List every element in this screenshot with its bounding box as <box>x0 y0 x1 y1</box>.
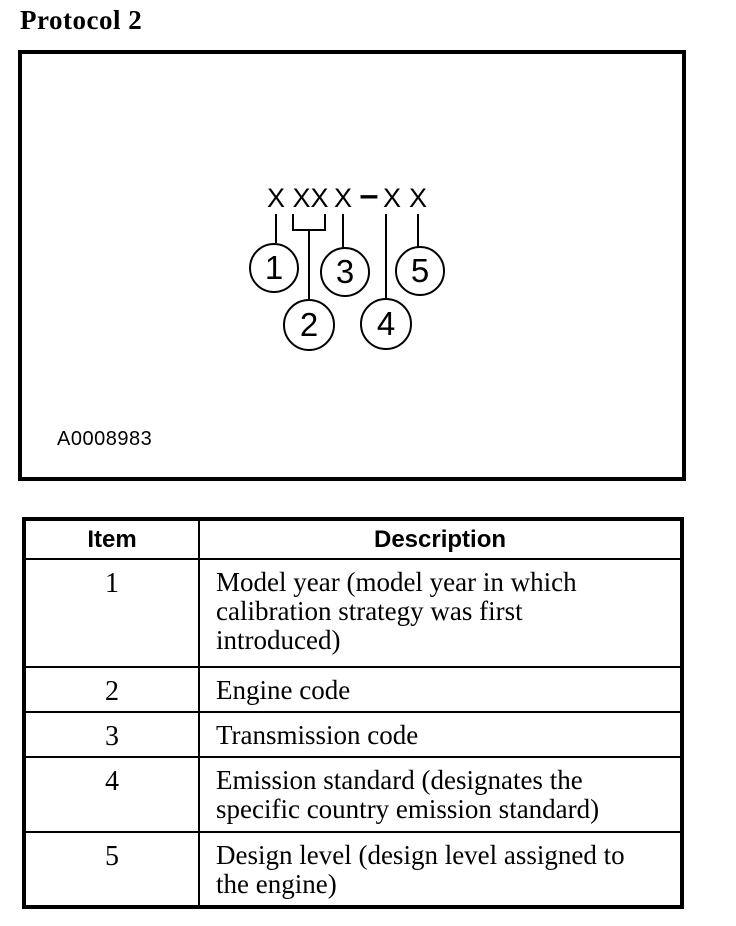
item-description: Design level (design level assigned to t… <box>198 831 683 908</box>
table-header-row: Item Description <box>23 518 683 560</box>
header-description: Description <box>198 518 683 560</box>
item-number: 3 <box>23 711 200 758</box>
item-number: 2 <box>23 666 200 713</box>
leader-line-5 <box>417 214 419 247</box>
leader-line-2 <box>308 230 310 299</box>
page-title: Protocol 2 <box>20 5 143 35</box>
item-description: Emission standard (designates the specif… <box>198 756 683 833</box>
callout-circle-2: 2 <box>283 299 335 351</box>
code-char-2: XX <box>292 183 329 213</box>
callout-label-3: 3 <box>335 253 355 290</box>
table-row: 5 Design level (design level assigned to… <box>23 831 683 908</box>
item-number: 5 <box>23 831 200 908</box>
item-number: 1 <box>23 558 200 668</box>
header-item: Item <box>23 518 200 560</box>
callout-label-2: 2 <box>299 306 319 343</box>
item-description: Model year (model year in which calibrat… <box>198 558 683 668</box>
callout-circle-5: 5 <box>395 246 445 296</box>
callout-label-4: 4 <box>376 305 396 342</box>
table-row: 3 Transmission code <box>23 711 683 758</box>
figure-box: X XX X – X X 1 2 3 4 5 A0008983 <box>18 50 686 481</box>
callout-circle-4: 4 <box>360 298 412 350</box>
callout-label-5: 5 <box>410 252 430 289</box>
leader-line-1 <box>275 214 277 243</box>
item-description: Transmission code <box>198 711 683 758</box>
code-char-1: X <box>266 183 285 213</box>
table-row: 1 Model year (model year in which calibr… <box>23 558 683 668</box>
callout-circle-1: 1 <box>249 243 299 293</box>
item-number: 4 <box>23 756 200 833</box>
bracket-left-line <box>292 214 294 231</box>
leader-line-4 <box>385 214 387 299</box>
callout-circle-3: 3 <box>320 247 370 297</box>
code-char-3: X <box>333 183 352 213</box>
callout-label-1: 1 <box>264 249 284 286</box>
item-description-table: Item Description 1 Model year (model yea… <box>22 517 684 909</box>
code-char-5: X <box>408 183 427 213</box>
code-char-4: X <box>382 183 401 213</box>
item-description: Engine code <box>198 666 683 713</box>
leader-line-3 <box>342 214 344 248</box>
table-row: 4 Emission standard (designates the spec… <box>23 756 683 833</box>
table-row: 2 Engine code <box>23 666 683 713</box>
bracket-right-line <box>324 214 326 231</box>
figure-id-label: A0008983 <box>57 428 153 450</box>
dash-separator: – <box>359 176 379 214</box>
